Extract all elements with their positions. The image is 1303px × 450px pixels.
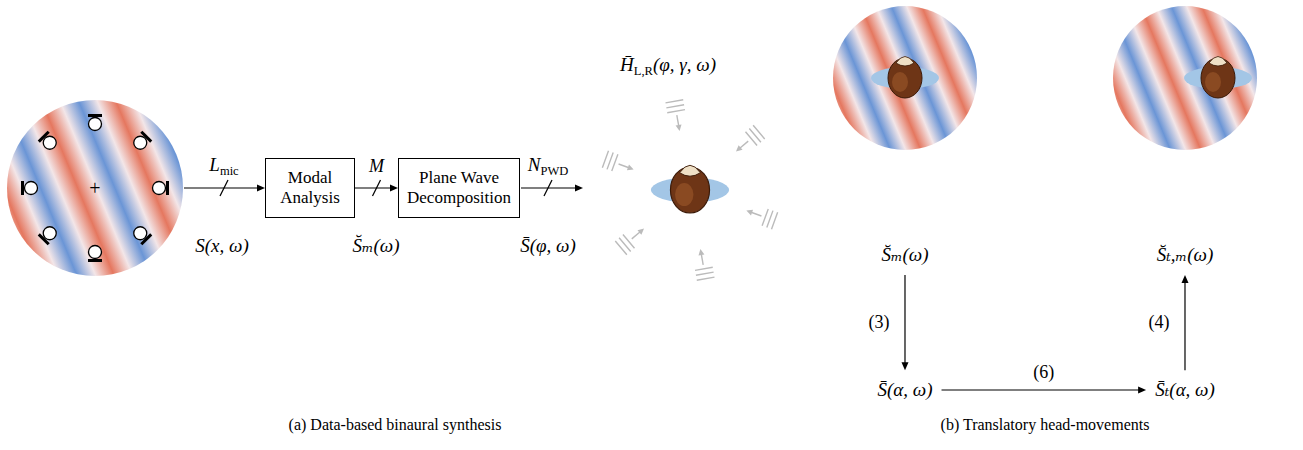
edge-label-text: (3) bbox=[868, 312, 889, 332]
edge-label-text: (4) bbox=[1148, 312, 1169, 332]
subscript: L,R bbox=[634, 63, 653, 77]
arrow-connector bbox=[942, 387, 1147, 394]
arrowhead bbox=[1138, 387, 1146, 394]
connector-line bbox=[942, 389, 1140, 390]
channel-count: Lmic bbox=[209, 154, 238, 179]
sound-field bbox=[7, 100, 183, 276]
signal-name: S̄(α, ω) bbox=[877, 378, 932, 402]
box-text: Plane Wave Decomposition bbox=[405, 168, 513, 209]
hrtf-name: H̄ bbox=[620, 54, 634, 75]
channel-count: N bbox=[528, 154, 541, 175]
signal-term: S̄(α, ω) bbox=[874, 376, 935, 404]
arrowhead bbox=[390, 185, 398, 192]
connector-line bbox=[1184, 282, 1185, 370]
signal-name: S(x, ω) bbox=[195, 235, 249, 256]
hrtf-name: H̄L,R(φ, γ, ω) bbox=[620, 54, 716, 79]
subfigure-caption: (b) Translatory head-movements bbox=[941, 415, 1150, 434]
edge-label: (3) bbox=[866, 313, 891, 333]
signal-name: S̆ₘ(ω) bbox=[352, 235, 399, 256]
sound-field bbox=[1113, 6, 1257, 150]
signal-name: S̆ₜ,ₘ(ω) bbox=[1157, 243, 1214, 267]
process-box: Plane Wave Decomposition bbox=[398, 158, 520, 218]
hrtf-name: (φ, γ, ω) bbox=[653, 54, 716, 75]
box-text: Modal Analysis bbox=[272, 168, 348, 209]
channel-slash bbox=[373, 180, 381, 196]
edge-label: M bbox=[367, 157, 386, 177]
arrow-connector bbox=[1181, 275, 1188, 370]
signal-name: S̄(φ, ω) bbox=[520, 235, 576, 258]
arrow-connector bbox=[901, 275, 908, 370]
signal-name: S̄(φ, ω) bbox=[520, 235, 576, 256]
arrow-connector bbox=[355, 180, 398, 196]
subfigure-caption: (b) Translatory head-movements bbox=[941, 416, 1150, 433]
signal-name: S̆ₘ(ω) bbox=[352, 235, 399, 258]
subscript: mic bbox=[220, 163, 239, 177]
edge-label-text: M bbox=[369, 156, 384, 176]
arrowhead bbox=[901, 362, 908, 370]
center-mark: + bbox=[89, 177, 100, 199]
sound-field bbox=[833, 6, 977, 150]
signal-name: S̄ₜ(α, ω) bbox=[1155, 378, 1215, 402]
subfigure-caption: (a) Data-based binaural synthesis bbox=[289, 415, 502, 434]
connector-line bbox=[355, 187, 391, 188]
subscript: PWD bbox=[540, 163, 568, 177]
signal-name: S̆ₘ(ω) bbox=[881, 243, 928, 267]
process-box: Modal Analysis bbox=[265, 158, 355, 218]
signal-term: S̄ₜ(α, ω) bbox=[1152, 376, 1218, 404]
signal-term: S̆ₘ(ω) bbox=[878, 241, 931, 269]
center-mark: + bbox=[89, 176, 100, 200]
edge-label: (4) bbox=[1146, 313, 1171, 333]
subfigure-caption: (a) Data-based binaural synthesis bbox=[289, 416, 502, 433]
signal-term: S̆ₜ,ₘ(ω) bbox=[1154, 241, 1217, 269]
connector-line bbox=[904, 275, 905, 363]
signal-name: S(x, ω) bbox=[195, 235, 249, 258]
channel-count: L bbox=[209, 154, 220, 175]
edge-label: (6) bbox=[1031, 363, 1056, 383]
arrowhead bbox=[1181, 275, 1188, 283]
channel-count: NPWD bbox=[528, 154, 569, 179]
edge-label-text: (6) bbox=[1033, 362, 1054, 382]
